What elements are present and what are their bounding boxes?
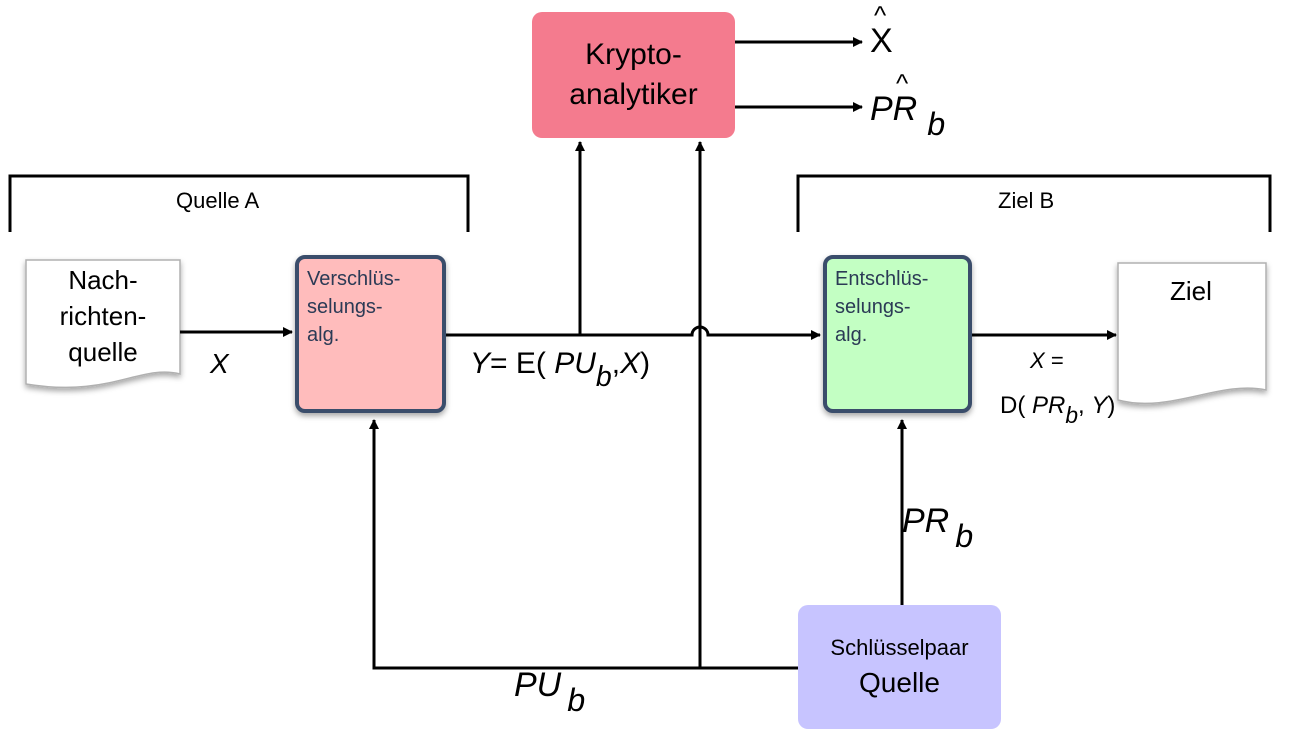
decryption-formula: D( PRb, Y) [1000, 392, 1116, 429]
cryptanalyst-line1: Krypto- [585, 38, 682, 71]
decryption-line2: selungs- [835, 296, 911, 318]
destination-doc-shape [1117, 262, 1267, 405]
message-source-line1: Nach- [68, 265, 138, 295]
destination-label: Ziel [1170, 276, 1212, 306]
decryption-algorithm-box: Entschlüs- selungs- alg. [823, 255, 972, 413]
encryption-line2: selungs- [307, 296, 383, 318]
ciphertext-formula: Y= E( PUb,X) [470, 347, 651, 393]
source-a-label: Quelle A [176, 188, 260, 213]
decryption-line3: alg. [835, 324, 868, 346]
message-source: Nach- richten- quelle [26, 262, 180, 372]
keypair-line2: Quelle [859, 667, 940, 698]
x-hat-caret: ^ [874, 0, 887, 30]
encryption-line3: alg. [307, 324, 340, 346]
encryption-line1: Verschlüs- [307, 268, 401, 290]
x-hat-label: X [870, 22, 893, 60]
keypair-source-box: Schlüsselpaar Quelle [798, 605, 1001, 729]
x-input-label: X [210, 348, 229, 379]
message-source-line3: quelle [68, 337, 138, 367]
encryption-algorithm-box: Verschlüs- selungs- alg. [295, 255, 446, 413]
bracket-target-b [796, 174, 1272, 232]
decrypted-x-label: X = [1030, 348, 1064, 373]
message-source-doc-shape [25, 259, 181, 389]
cryptanalyst-line2: analytiker [569, 78, 698, 111]
decryption-line1: Entschlüs- [835, 268, 929, 290]
target-b-label: Ziel B [998, 188, 1055, 213]
pr-hat-caret: ^ [896, 68, 909, 98]
bracket-source-a [8, 174, 470, 232]
keypair-line1: Schlüsselpaar [830, 635, 969, 660]
message-source-line2: richten- [59, 301, 147, 331]
cryptanalyst-box: Krypto- analytiker [532, 12, 735, 138]
